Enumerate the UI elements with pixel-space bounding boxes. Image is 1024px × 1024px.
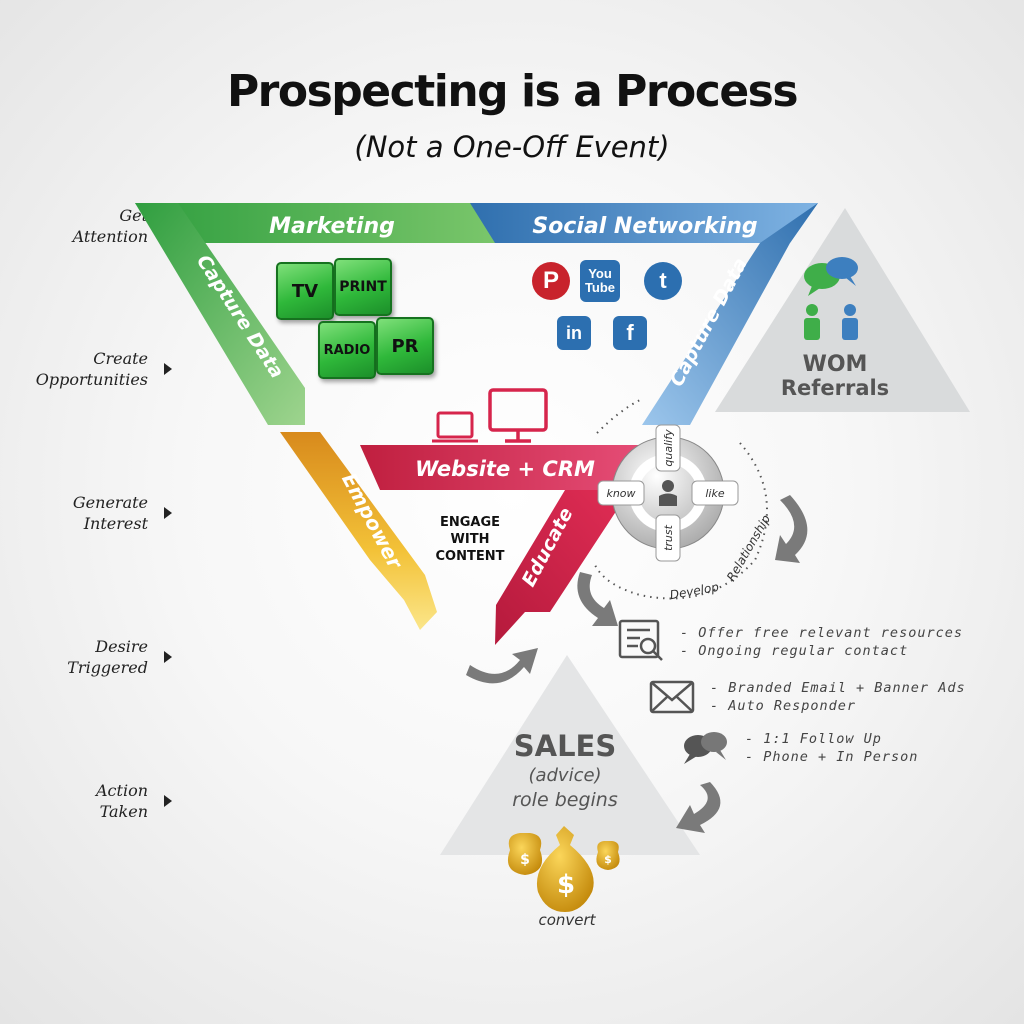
develop-label: Develop (669, 580, 720, 602)
svg-text:$: $ (604, 853, 612, 866)
engage-with-content-label: ENGAGE WITH CONTENT (435, 515, 505, 564)
role-begins-label: role begins (512, 789, 618, 811)
qualify-label: qualify (662, 429, 675, 467)
radio-tile: RADIO (318, 321, 376, 379)
linkedin-icon: in (557, 316, 591, 350)
curved-arrow-icon (466, 495, 808, 833)
wom-people-icon (804, 257, 858, 340)
money-bag-icon: $ $ $ (507, 826, 620, 912)
marketing-label: Marketing (269, 214, 395, 239)
referrals-label: Referrals (781, 376, 889, 400)
resources-bullets: - Offer free relevant resources - Ongoin… (680, 625, 963, 659)
empower-band (280, 432, 437, 630)
capture-data-left-band (135, 203, 305, 425)
twitter-icon: t (644, 262, 682, 300)
trust-label: trust (662, 524, 675, 551)
like-label: like (705, 487, 724, 500)
sales-label: SALES (514, 729, 617, 763)
marketing-band (135, 203, 505, 243)
svg-text:$: $ (520, 852, 530, 868)
know-label: know (606, 487, 635, 500)
chat-bubbles-icon (684, 732, 727, 764)
followup-bullets: - 1:1 Follow Up - Phone + In Person (745, 731, 919, 765)
pr-tile: PR (376, 317, 434, 375)
stage-arrow-icon (164, 507, 172, 519)
relationship-wheel (597, 424, 739, 562)
sales-triangle (440, 655, 700, 855)
envelope-icon (649, 680, 695, 714)
stage-generate-interest: Generate Interest (30, 492, 172, 534)
document-search-icon (618, 619, 663, 661)
stage-arrow-icon (164, 651, 172, 663)
convert-label: convert (538, 911, 596, 929)
wom-triangle (715, 208, 970, 412)
print-tile: PRINT (334, 258, 392, 316)
youtube-icon: You Tube (580, 260, 620, 302)
page-title: Prospecting is a Process (226, 66, 799, 117)
facebook-icon: f (613, 316, 647, 350)
social-networking-label: Social Networking (532, 214, 757, 239)
stage-arrow-icon (164, 795, 172, 807)
relationship-label: Relationship (724, 512, 773, 584)
educate-band (495, 490, 630, 645)
stage-create-opportunities: Create Opportunities (30, 348, 172, 390)
social-band (470, 203, 818, 243)
stage-desire-triggered: Desire Triggered (30, 636, 172, 678)
stage-arrow-icon (164, 363, 172, 375)
tv-tile: TV (276, 262, 334, 320)
website-crm-band (360, 445, 660, 490)
wom-label: WOM (803, 352, 868, 377)
laptop-icon (432, 411, 478, 443)
pinterest-icon: P (532, 262, 570, 300)
website-crm-label: Website + CRM (415, 457, 595, 481)
relationship-dotted-arc (594, 399, 768, 600)
email-bullets: - Branded Email + Banner Ads - Auto Resp… (710, 680, 966, 714)
page-subtitle: (Not a One-Off Event) (354, 130, 670, 164)
svg-text:$: $ (557, 870, 575, 900)
advice-label: (advice) (528, 765, 601, 786)
monitor-icon (488, 388, 548, 443)
stage-action-taken: Action Taken (30, 780, 172, 822)
capture-data-right-band (642, 203, 818, 425)
